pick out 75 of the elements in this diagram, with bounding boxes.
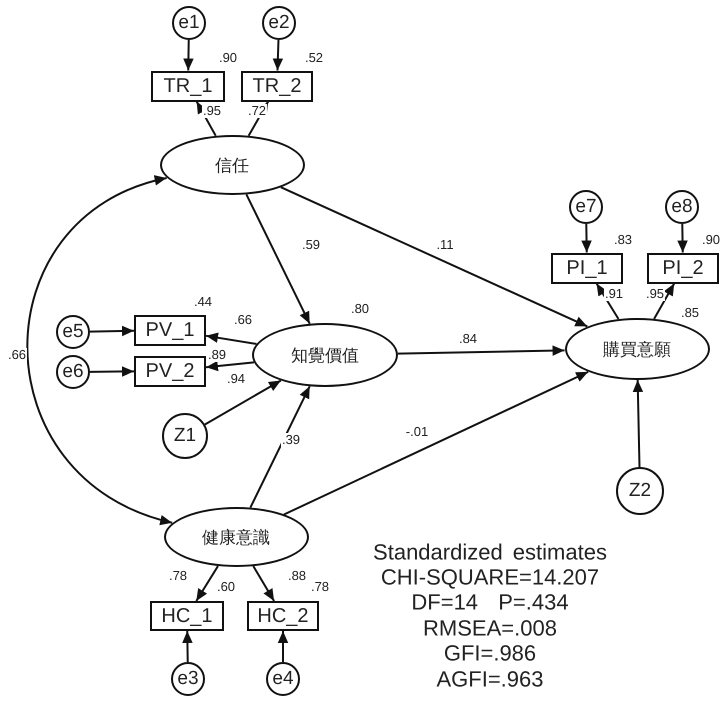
edge-label: .66 [6, 348, 28, 362]
edge-label: .11 [435, 238, 455, 252]
arrow [596, 282, 620, 320]
arrow [182, 630, 193, 662]
error-circle: e8 [665, 190, 699, 224]
fit-statistic-text: RMSEA=.008 [423, 616, 557, 640]
arrow [252, 566, 275, 602]
estimate-label: .80 [350, 302, 370, 316]
indicator-box: TR_1 [151, 70, 225, 102]
error-circle: e1 [172, 6, 206, 40]
indicator-box: PV_1 [134, 314, 206, 346]
arrow [206, 360, 254, 372]
arrow [90, 366, 134, 377]
edge-label: .39 [280, 433, 302, 447]
error-circle: e7 [569, 190, 603, 224]
arrow [677, 224, 688, 253]
indicator-box: HC_1 [150, 601, 224, 631]
estimate-label: .89 [206, 348, 228, 362]
error-circle: e6 [56, 355, 90, 389]
fit-statistic-text: AGFI=.963 [436, 666, 544, 692]
latent-ellipse: 健康意識 [164, 507, 308, 567]
fit-statistic-text: DF=14 P=.434 [411, 590, 569, 614]
edge-label: .59 [300, 238, 322, 252]
edge-label: .88 [286, 569, 308, 583]
indicator-box: PV_2 [134, 356, 206, 386]
estimate-label: .90 [218, 51, 238, 65]
error-circle: Z1 [162, 413, 208, 459]
arrow [249, 386, 311, 508]
arrow [204, 380, 282, 426]
edge-label: -.01 [404, 425, 430, 439]
error-circle: e5 [56, 315, 90, 349]
arrow [581, 224, 592, 253]
estimate-label: .85 [680, 306, 700, 320]
fit-statistic-text: CHI-SQUARE=14.207 [380, 564, 600, 590]
arrow [195, 566, 219, 602]
edge-label: .91 [604, 287, 624, 301]
arrow [398, 345, 565, 356]
indicator-box: TR_2 [241, 70, 313, 102]
arrow [206, 332, 257, 345]
arrow [284, 371, 589, 516]
arrow [280, 186, 588, 328]
error-circle: Z2 [616, 467, 664, 515]
estimate-label: .83 [612, 233, 634, 247]
arrow [278, 631, 288, 662]
indicator-box: HC_2 [247, 601, 319, 631]
arrow [632, 380, 644, 468]
indicator-box: PI_2 [647, 252, 719, 284]
error-circle: e4 [266, 662, 300, 696]
latent-ellipse: 知覺價值 [252, 323, 398, 387]
fit-statistic-text: GFI=.986 [444, 640, 536, 666]
arrow [26, 176, 172, 524]
edge-label: .84 [458, 332, 478, 346]
edge-label: .72 [246, 104, 268, 118]
edge-label: .66 [232, 313, 254, 327]
estimate-label: .60 [216, 580, 236, 594]
fit-statistic-text: Standardized estimates [373, 540, 607, 564]
estimate-label: .78 [310, 580, 330, 594]
edge-label: .95 [644, 287, 666, 301]
latent-ellipse: 購買意願 [564, 318, 710, 380]
arrow [90, 326, 134, 336]
indicator-box: PI_1 [551, 252, 623, 284]
arrow [653, 283, 676, 320]
estimate-label: .44 [192, 295, 214, 309]
edge-label: .94 [226, 372, 246, 386]
estimate-label: .52 [304, 51, 324, 65]
estimate-label: .90 [700, 233, 722, 247]
edge-label: .95 [202, 104, 222, 118]
arrow [272, 40, 284, 71]
error-circle: e3 [171, 662, 205, 696]
arrow [246, 194, 311, 324]
arrow [183, 40, 194, 71]
edge-label: .78 [168, 569, 188, 583]
arrow [196, 101, 217, 136]
error-circle: e2 [262, 6, 296, 40]
latent-ellipse: 信任 [160, 135, 304, 195]
